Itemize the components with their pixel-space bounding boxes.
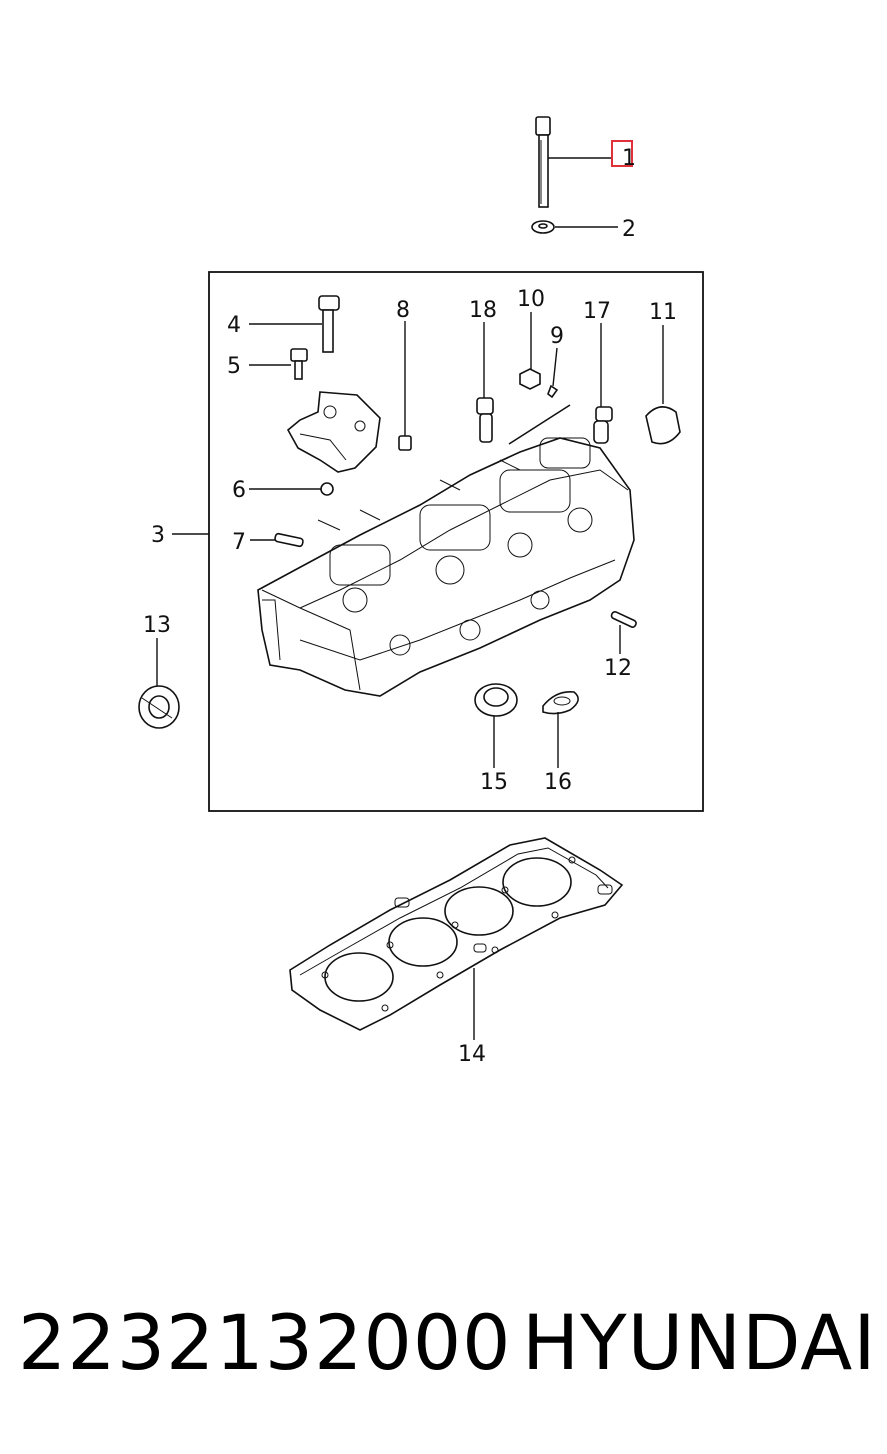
callout-9[interactable]: 9 [550, 324, 564, 349]
dowel-part-7 [274, 532, 304, 548]
callout-1[interactable]: 1 [622, 146, 636, 171]
cap-part-8 [398, 435, 412, 451]
callout-13[interactable]: 13 [143, 613, 171, 638]
bolt-part-4 [318, 295, 340, 353]
dowel-part-12 [610, 610, 637, 628]
washer-part [531, 220, 555, 234]
callout-10[interactable]: 10 [517, 287, 545, 312]
callout-15[interactable]: 15 [480, 770, 508, 795]
head-bolt-part [535, 116, 551, 208]
callout-4[interactable]: 4 [227, 313, 241, 338]
callout-2[interactable]: 2 [622, 217, 636, 242]
callout-5[interactable]: 5 [227, 354, 241, 379]
oil-seal-part-13 [138, 685, 180, 729]
callout-11[interactable]: 11 [649, 300, 677, 325]
brand-caption: HYUNDAI [522, 1298, 877, 1387]
seal-part-15 [474, 683, 518, 717]
callout-3[interactable]: 3 [151, 523, 165, 548]
callout-16[interactable]: 16 [544, 770, 572, 795]
part-number-caption: 2232132000 [18, 1298, 512, 1387]
cap-part-11 [645, 406, 681, 445]
nut-part-10 [519, 368, 541, 390]
assembly-frame [208, 271, 704, 812]
injector-part-18 [476, 397, 494, 443]
callout-8[interactable]: 8 [396, 298, 410, 323]
head-gasket-part-14 [289, 837, 624, 1031]
sensor-part-17 [593, 406, 613, 444]
gasket-part-16 [542, 690, 579, 715]
callout-12[interactable]: 12 [604, 656, 632, 681]
callout-14[interactable]: 14 [458, 1042, 486, 1067]
callout-1-highlight[interactable] [611, 140, 633, 167]
bracket-part [286, 391, 381, 473]
callout-7[interactable]: 7 [232, 530, 246, 555]
callout-6[interactable]: 6 [232, 478, 246, 503]
bolt-part-5 [290, 348, 308, 380]
pin-part-9 [508, 384, 571, 445]
callout-18[interactable]: 18 [469, 298, 497, 323]
callout-17[interactable]: 17 [583, 299, 611, 324]
cylinder-head-part [257, 437, 635, 697]
plug-part-6 [320, 482, 334, 496]
